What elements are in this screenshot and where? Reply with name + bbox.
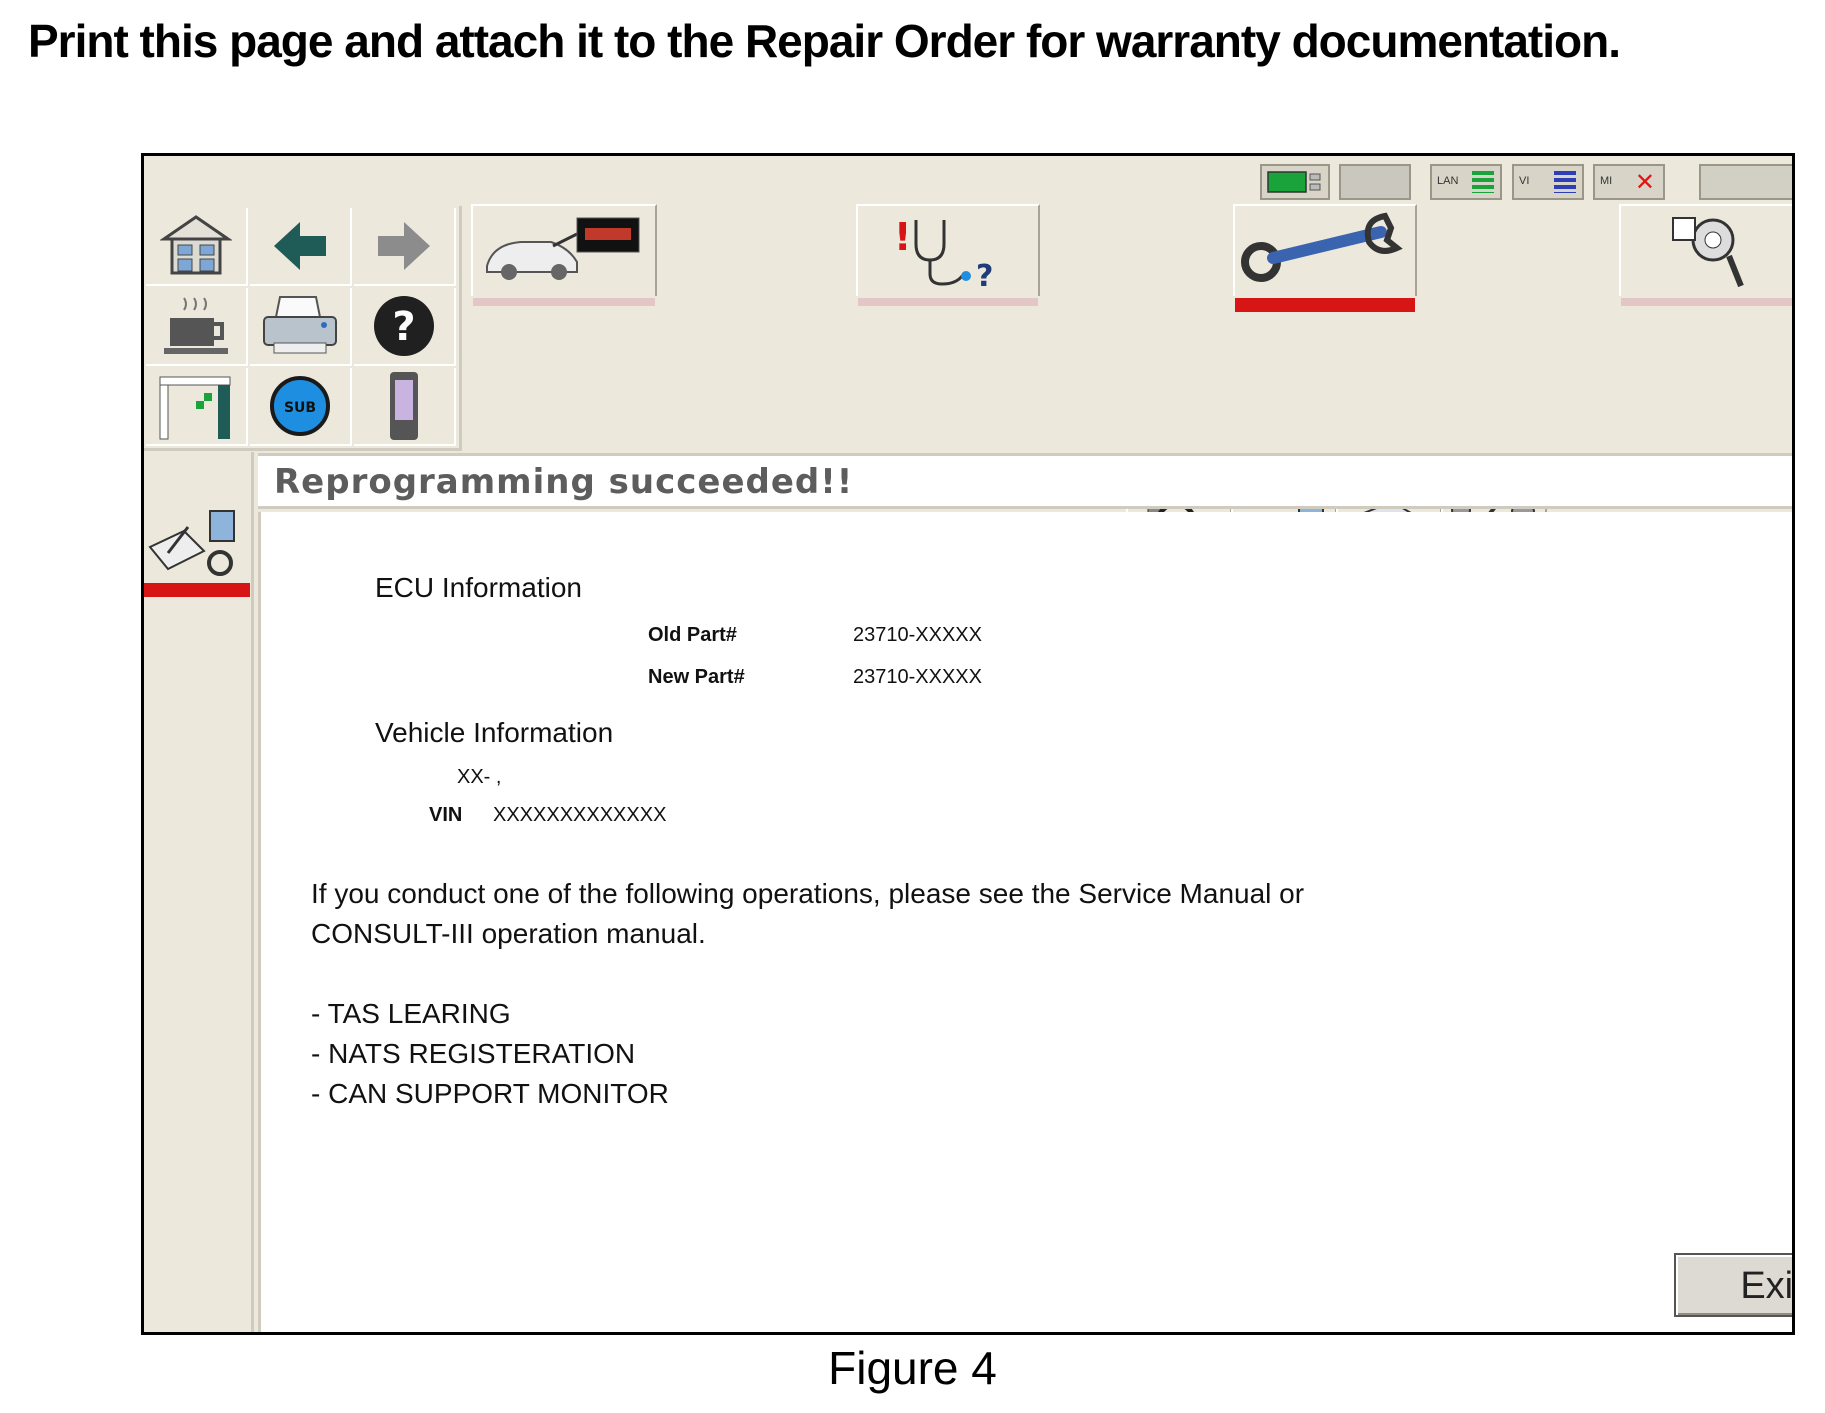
svg-text:?: ?	[976, 259, 993, 294]
notice-line-1: If you conduct one of the following oper…	[311, 878, 1305, 909]
vi-device-button[interactable]	[354, 368, 456, 446]
result-panel: ECU Information Old Part# 23710-XXXXX Ne…	[258, 512, 1792, 1332]
svg-text:!: !	[894, 215, 911, 259]
vi-device-icon	[390, 372, 418, 440]
stethoscope-icon: ! ?	[894, 215, 993, 294]
blank-indicator	[1339, 164, 1411, 200]
printer-icon	[263, 296, 337, 354]
list-item: - TAS LEARING	[311, 998, 511, 1029]
arrow-left-icon	[274, 222, 326, 270]
coffee-button[interactable]	[146, 288, 248, 366]
lan-signal-icon	[1472, 171, 1494, 193]
help-button[interactable]: ?	[354, 288, 456, 366]
help-icon: ?	[374, 296, 434, 356]
mi-indicator: MI ✕	[1593, 164, 1665, 200]
screen-capture-button[interactable]	[146, 368, 248, 446]
vehicle-model: XX- ,	[457, 766, 502, 788]
lan-indicator: LAN	[1430, 164, 1502, 200]
vehicle-info-heading: Vehicle Information	[375, 717, 614, 748]
figure-caption: Figure 4	[828, 1342, 997, 1394]
consult-window: LAN VI MI ✕	[141, 153, 1795, 1335]
vi-signal-icon	[1554, 171, 1576, 193]
battery-indicator	[1260, 164, 1330, 200]
home-icon	[160, 215, 232, 275]
new-part-label: New Part#	[648, 666, 745, 688]
page-title: Reprogramming succeeded!!	[274, 462, 854, 502]
car-connector-icon	[486, 217, 640, 280]
vin-value: XXXXXXXXXXXXX	[493, 804, 667, 826]
battery-icon	[1267, 171, 1321, 193]
exit-button[interactable]: Exit	[1674, 1253, 1792, 1317]
mi-disconnected-icon: ✕	[1634, 168, 1655, 196]
back-button[interactable]	[250, 208, 352, 286]
print-button[interactable]	[250, 288, 352, 366]
svg-text:SUB: SUB	[284, 400, 316, 416]
svg-text:?: ?	[392, 304, 415, 350]
tool-grid	[144, 206, 462, 451]
coffee-cup-icon	[164, 297, 228, 354]
screen-title-bar: Reprogramming succeeded!!	[258, 453, 1792, 509]
wrench-icon	[1241, 212, 1403, 282]
list-item: - CAN SUPPORT MONITOR	[311, 1078, 669, 1109]
vi-indicator: VI	[1512, 164, 1584, 200]
reprogram-icon	[148, 510, 235, 576]
new-part-value: 23710-XXXXX	[853, 666, 982, 688]
tab-diagnosis[interactable]: ! ?	[856, 204, 1040, 306]
home-button[interactable]	[146, 208, 248, 286]
sidebar-item-reprogramming[interactable]	[144, 507, 250, 597]
tab-work-support[interactable]	[1233, 204, 1417, 312]
notice-line-2: CONSULT-III operation manual.	[311, 918, 706, 949]
sidebar	[144, 452, 254, 1332]
ecu-info-heading: ECU Information	[375, 572, 582, 603]
forward-button[interactable]	[354, 208, 456, 286]
window-resize-icon	[159, 376, 231, 440]
sub-mode-button[interactable]: SUB	[250, 368, 352, 446]
sub-mode-icon: SUB	[270, 376, 330, 436]
status-bar: LAN VI MI ✕	[144, 156, 1792, 208]
tab-immobilizer[interactable]	[1619, 204, 1792, 306]
blank-indicator-right	[1699, 164, 1792, 200]
old-part-value: 23710-XXXXX	[853, 624, 982, 646]
list-item: - NATS REGISTERATION	[311, 1038, 636, 1069]
instruction-text: Print this page and attach it to the Rep…	[28, 15, 1621, 67]
tab-vehicle-diagnosis[interactable]	[471, 204, 657, 306]
arrow-right-icon	[378, 222, 430, 270]
vin-label: VIN	[429, 804, 463, 826]
key-wrench-icon	[1672, 217, 1744, 288]
old-part-label: Old Part#	[648, 624, 737, 646]
